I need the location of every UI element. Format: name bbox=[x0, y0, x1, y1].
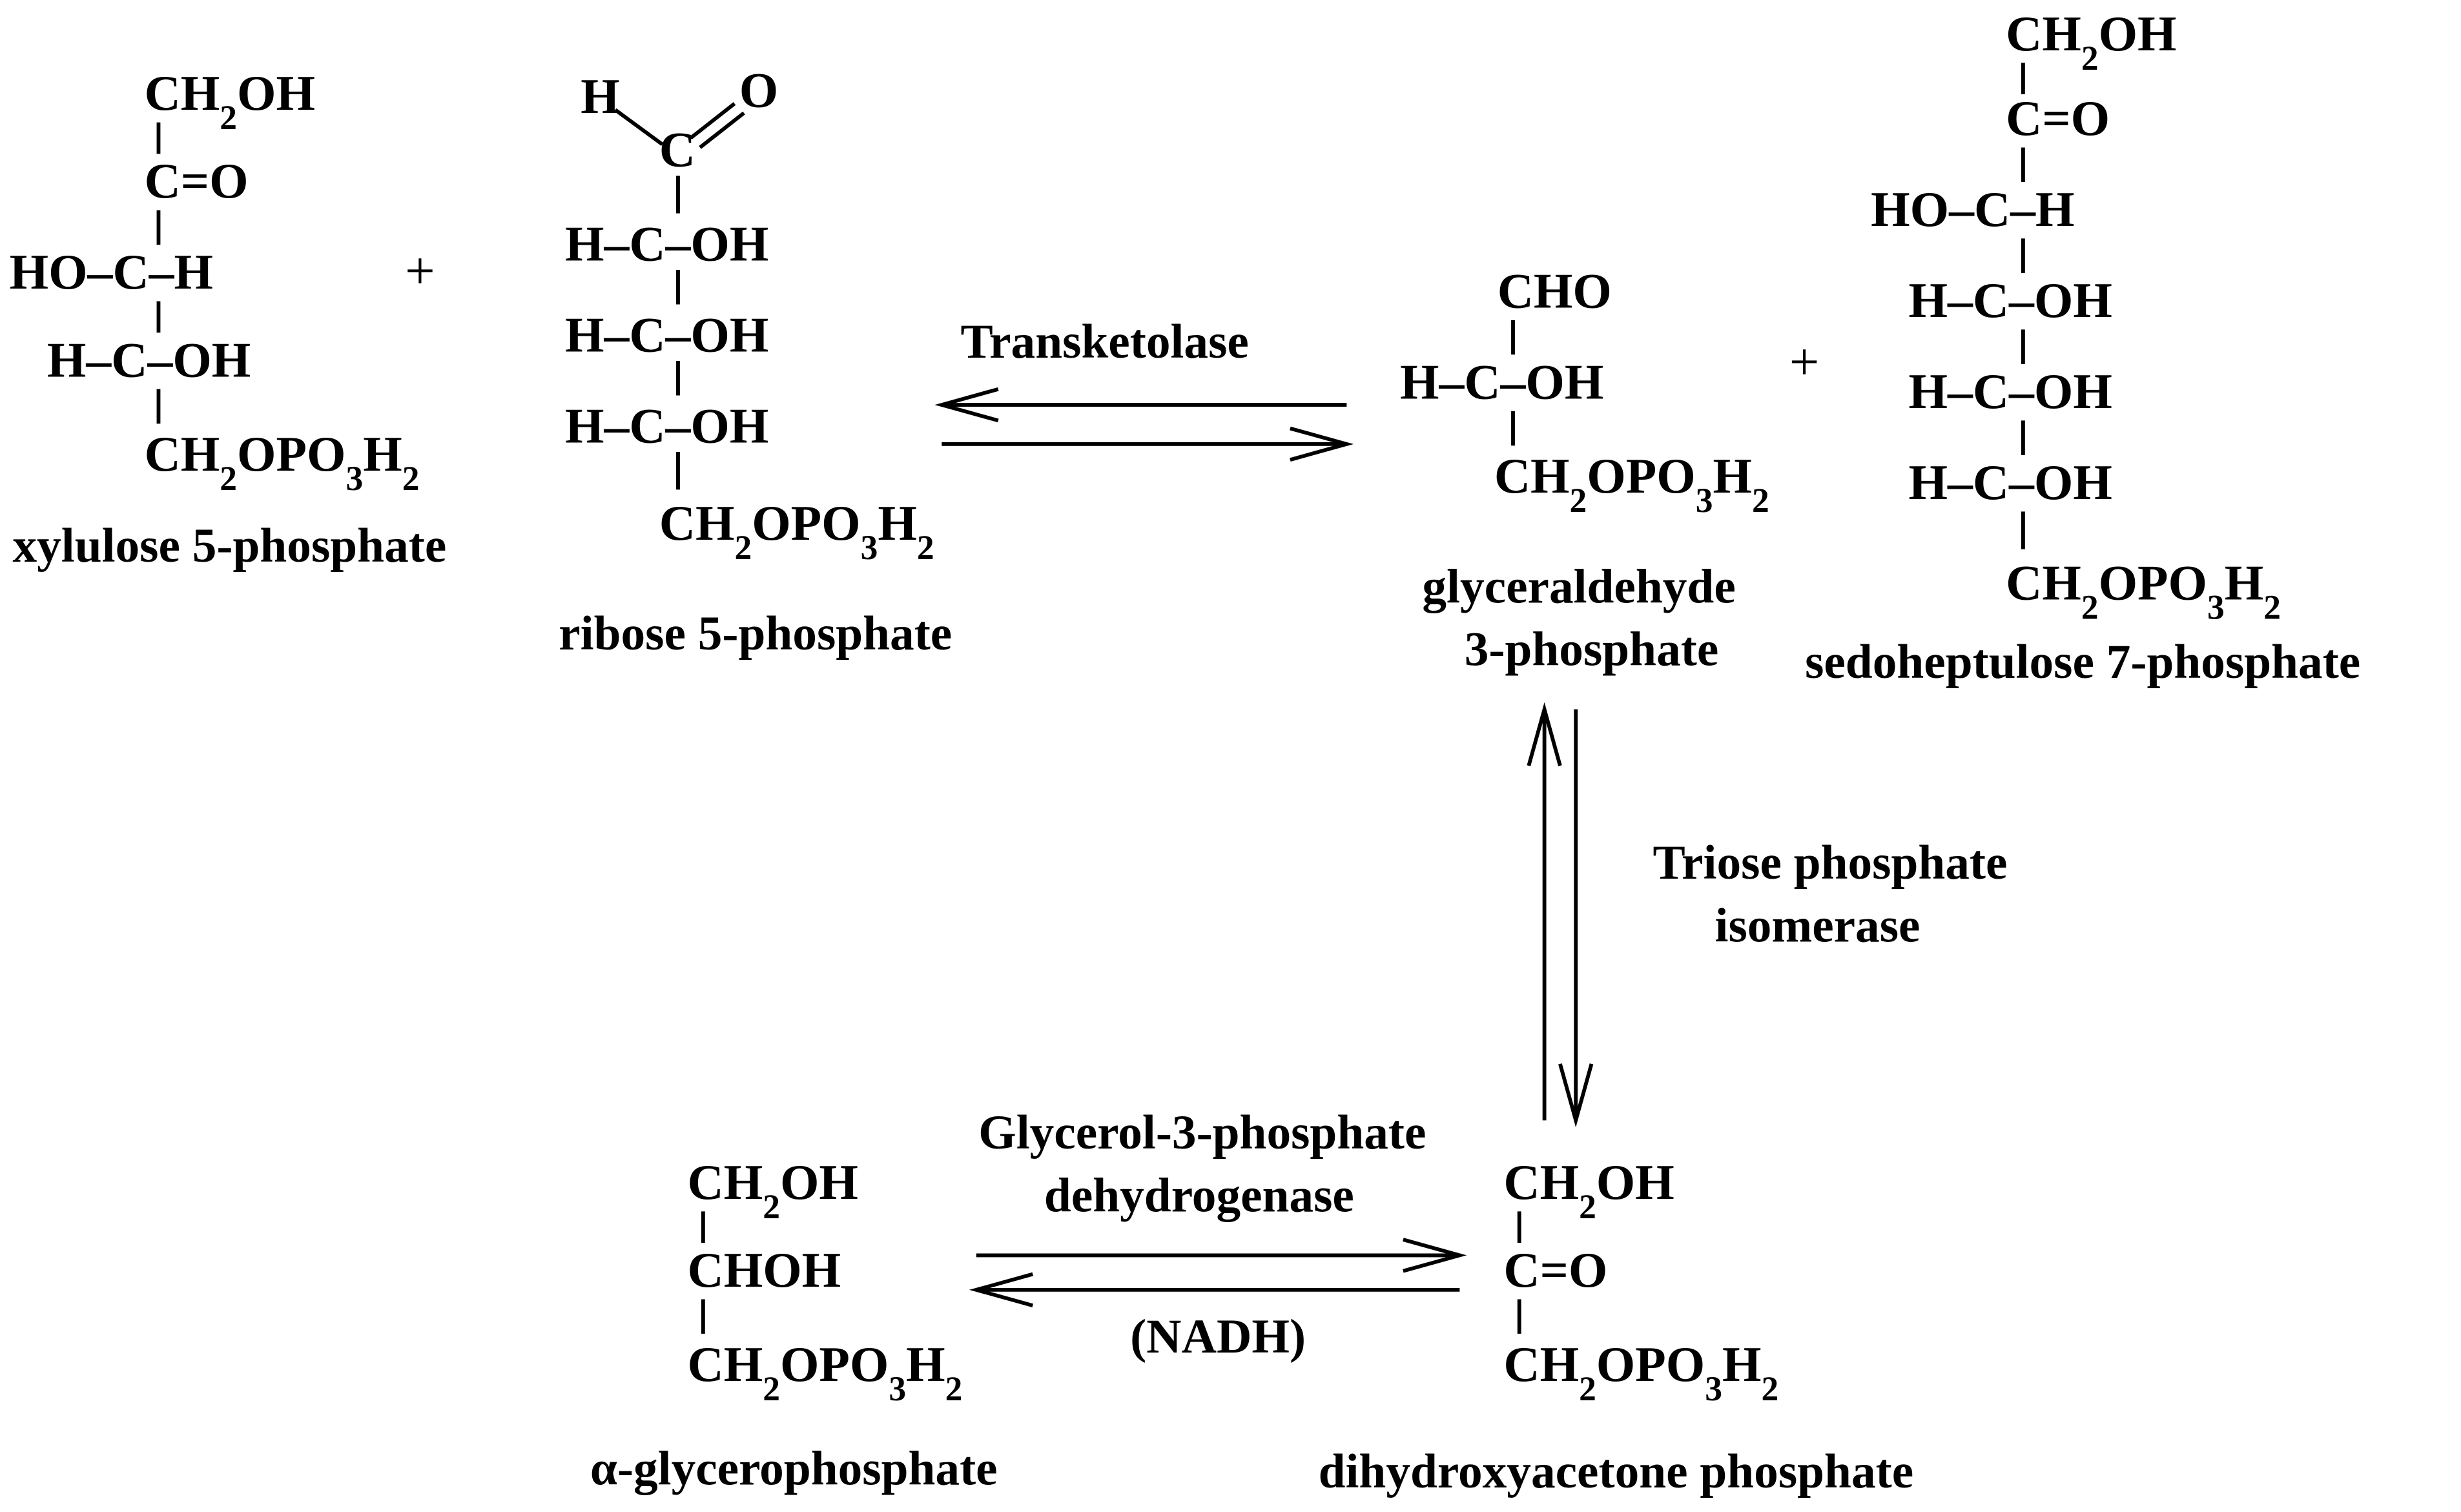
dhap-c2: C=O bbox=[1503, 1242, 1607, 1298]
g3p-c2: H–C–OH bbox=[1400, 354, 1603, 409]
plus-sign-1: + bbox=[405, 241, 435, 300]
tpi-label-line2: isomerase bbox=[1715, 899, 1920, 952]
s7p-c3: HO–C–H bbox=[1871, 181, 2074, 237]
ribose-c5: CH2OPO3H2 bbox=[659, 495, 934, 567]
s7p-c7: CH2OPO3H2 bbox=[2006, 555, 2281, 626]
plus-sign-2: + bbox=[1789, 332, 1820, 391]
bond bbox=[614, 108, 664, 146]
tpi-label-line1: Triose phosphate bbox=[1653, 836, 2007, 890]
g3p-c1: CHO bbox=[1498, 263, 1612, 318]
s7p-c6: H–C–OH bbox=[1908, 455, 2112, 510]
gp-c2: CHOH bbox=[688, 1242, 841, 1298]
reverse-arrowhead bbox=[969, 1272, 1034, 1307]
xylulose-5-phosphate-structure: CH2OH C=O HO–C–H H–C–OH CH2OPO3H2 xylulo… bbox=[10, 65, 447, 573]
dhap-c1: CH2OH bbox=[1503, 1154, 1674, 1226]
forward-arrowhead bbox=[1403, 1238, 1467, 1273]
ribose-c1: C bbox=[659, 122, 695, 178]
xylulose-c4: H–C–OH bbox=[47, 332, 251, 387]
g3pdh-label-line1: Glycerol-3-phosphate bbox=[978, 1106, 1426, 1160]
ribose-5-phosphate-structure: H O C H–C–OH H–C–OH H–C–OH CH2OPO3H2 rib… bbox=[559, 62, 952, 660]
xylulose-c1: CH2OH bbox=[145, 65, 315, 137]
dhap-name: dihydroxyacetone phosphate bbox=[1319, 1445, 1914, 1498]
triose-phosphate-isomerase-arrows: Triose phosphate isomerase bbox=[1527, 702, 2007, 1128]
ribose-c2: H–C–OH bbox=[565, 216, 768, 271]
xylulose-c5: CH2OPO3H2 bbox=[145, 426, 420, 498]
sedoheptulose-7-phosphate-structure: CH2OH C=O HO–C–H H–C–OH H–C–OH H–C–OH CH… bbox=[1805, 6, 2360, 689]
ribose-aldehyde-h: H bbox=[581, 68, 620, 124]
ribose-c4: H–C–OH bbox=[565, 398, 768, 453]
alpha-glycerophosphate-structure: CH2OH CHOH CH2OPO3H2 α-glycerophosphate bbox=[590, 1154, 998, 1495]
s7p-name: sedoheptulose 7-phosphate bbox=[1805, 635, 2360, 689]
dihydroxyacetone-phosphate-structure: CH2OH C=O CH2OPO3H2 dihydroxyacetone pho… bbox=[1319, 1154, 1914, 1498]
s7p-c4: H–C–OH bbox=[1908, 272, 2112, 328]
ribose-c3: H–C–OH bbox=[565, 307, 768, 362]
g3p-name-line1: glyceraldehyde bbox=[1422, 560, 1735, 613]
glyceraldehyde-3-phosphate-structure: CHO H–C–OH CH2OPO3H2 glyceraldehyde 3-ph… bbox=[1400, 263, 1769, 676]
dhap-c3: CH2OPO3H2 bbox=[1503, 1336, 1778, 1408]
g3p-name-line2: 3-phosphate bbox=[1465, 623, 1719, 677]
glycerol-3-phosphate-dehydrogenase-arrows: Glycerol-3-phosphate dehydrogenase (NADH… bbox=[969, 1106, 1467, 1364]
gp-c1: CH2OH bbox=[688, 1154, 858, 1226]
xylulose-c3: HO–C–H bbox=[10, 244, 213, 300]
s7p-c5: H–C–OH bbox=[1908, 363, 2112, 419]
xylulose-c2: C=O bbox=[145, 153, 249, 209]
forward-arrowhead bbox=[1290, 426, 1354, 462]
transketolase-equilibrium-arrows: Transketolase bbox=[934, 315, 1354, 462]
reverse-arrowhead bbox=[934, 387, 999, 423]
g3p-c3: CH2OPO3H2 bbox=[1494, 448, 1769, 520]
up-arrowhead bbox=[1527, 702, 1562, 766]
xylulose-name: xylulose 5-phosphate bbox=[12, 519, 446, 573]
s7p-c2: C=O bbox=[2006, 90, 2110, 146]
g3pdh-label-line2: dehydrogenase bbox=[1044, 1169, 1354, 1222]
ribose-aldehyde-o: O bbox=[739, 62, 779, 117]
down-arrowhead bbox=[1558, 1063, 1594, 1128]
s7p-c1: CH2OH bbox=[2006, 6, 2176, 77]
ribose-name: ribose 5-phosphate bbox=[559, 607, 952, 660]
gp-name: α-glycerophosphate bbox=[590, 1442, 998, 1495]
bond bbox=[699, 111, 745, 149]
transketolase-label: Transketolase bbox=[960, 315, 1248, 369]
gp-c3: CH2OPO3H2 bbox=[688, 1336, 963, 1408]
bond bbox=[689, 102, 736, 140]
cofactor-label: (NADH) bbox=[1130, 1310, 1306, 1364]
